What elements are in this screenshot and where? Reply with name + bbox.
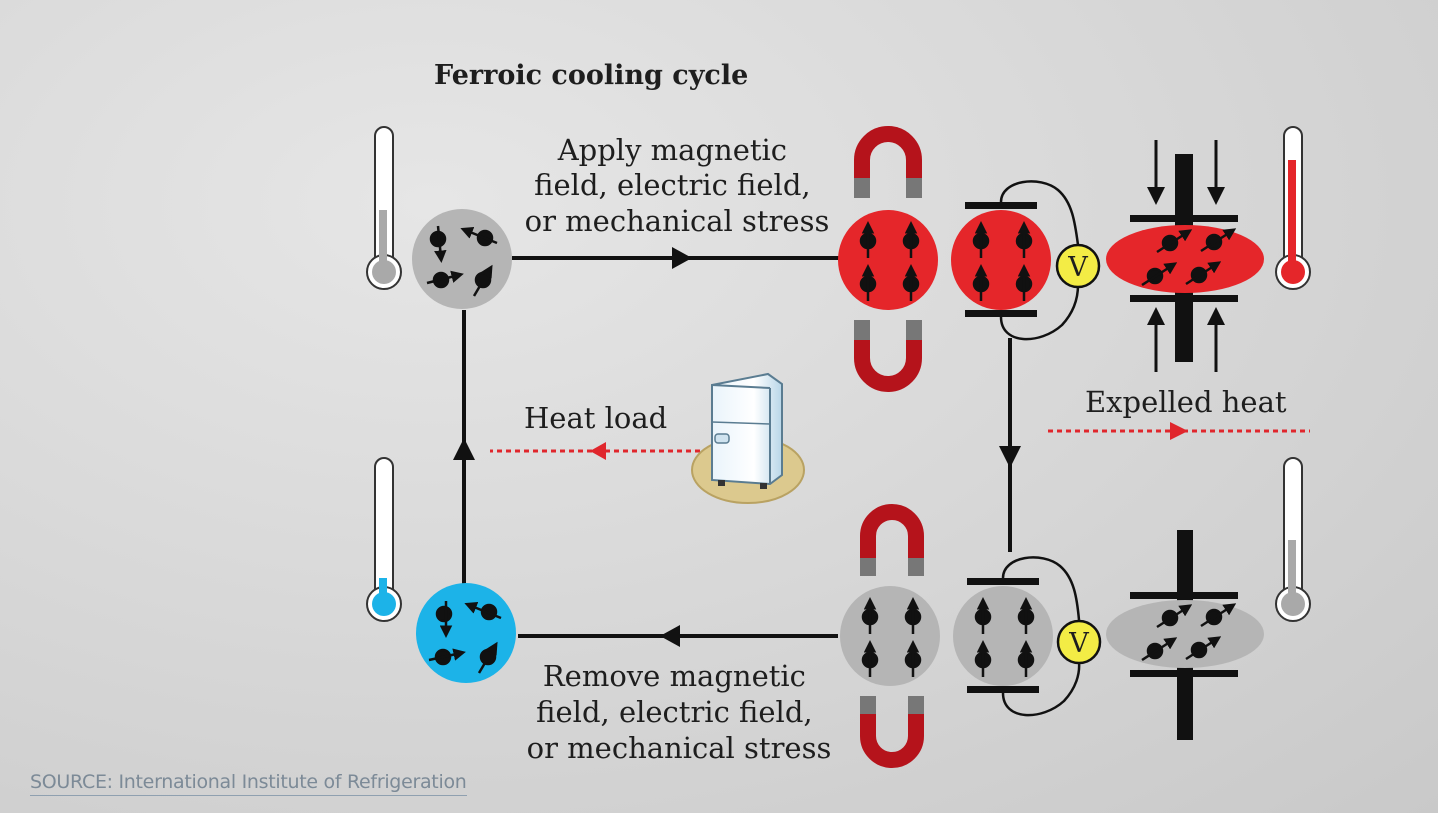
svg-text:V: V xyxy=(1068,628,1089,659)
source-credit: SOURCE: International Institute of Refri… xyxy=(30,771,467,796)
heat-load-arrow xyxy=(490,442,700,460)
thermometer-icon xyxy=(1275,457,1311,622)
demagnetised-disk xyxy=(840,586,940,686)
voltmeter-icon: V xyxy=(1055,243,1101,289)
relaxed-material xyxy=(1106,530,1264,740)
svg-text:V: V xyxy=(1067,252,1088,283)
top-arrowhead xyxy=(672,247,692,269)
horseshoe-magnet-icon xyxy=(854,126,922,198)
apply-field-label: Apply magnetic field, electric field, or… xyxy=(525,133,830,238)
magnetised-disk xyxy=(838,210,938,310)
thermometer-icon xyxy=(1275,126,1311,290)
left-arrowhead xyxy=(453,438,475,460)
diagram-title: Ferroic cooling cycle xyxy=(434,60,748,91)
cooled-material-disk xyxy=(416,583,516,683)
horseshoe-magnet-icon xyxy=(854,320,922,392)
voltmeter-icon: V xyxy=(1056,619,1102,665)
remove-field-label: Remove magnetic field, electric field, o… xyxy=(527,659,832,765)
refrigerator-icon xyxy=(691,372,805,504)
horseshoe-magnet-icon xyxy=(860,504,924,576)
thermometer-icon xyxy=(366,126,402,290)
thermometer-icon xyxy=(366,457,402,622)
bottom-arrowhead xyxy=(660,625,680,647)
initial-material-disk xyxy=(412,209,512,309)
expelled-heat-label: Expelled heat xyxy=(1085,385,1287,419)
electrified-disk xyxy=(951,180,1080,341)
de-electrified-disk xyxy=(953,556,1081,717)
right-arrowhead xyxy=(999,446,1021,468)
heat-load-label: Heat load xyxy=(524,401,667,435)
compressed-material xyxy=(1106,140,1264,372)
horseshoe-magnet-icon xyxy=(860,696,924,768)
expelled-heat-arrow xyxy=(1048,422,1310,440)
